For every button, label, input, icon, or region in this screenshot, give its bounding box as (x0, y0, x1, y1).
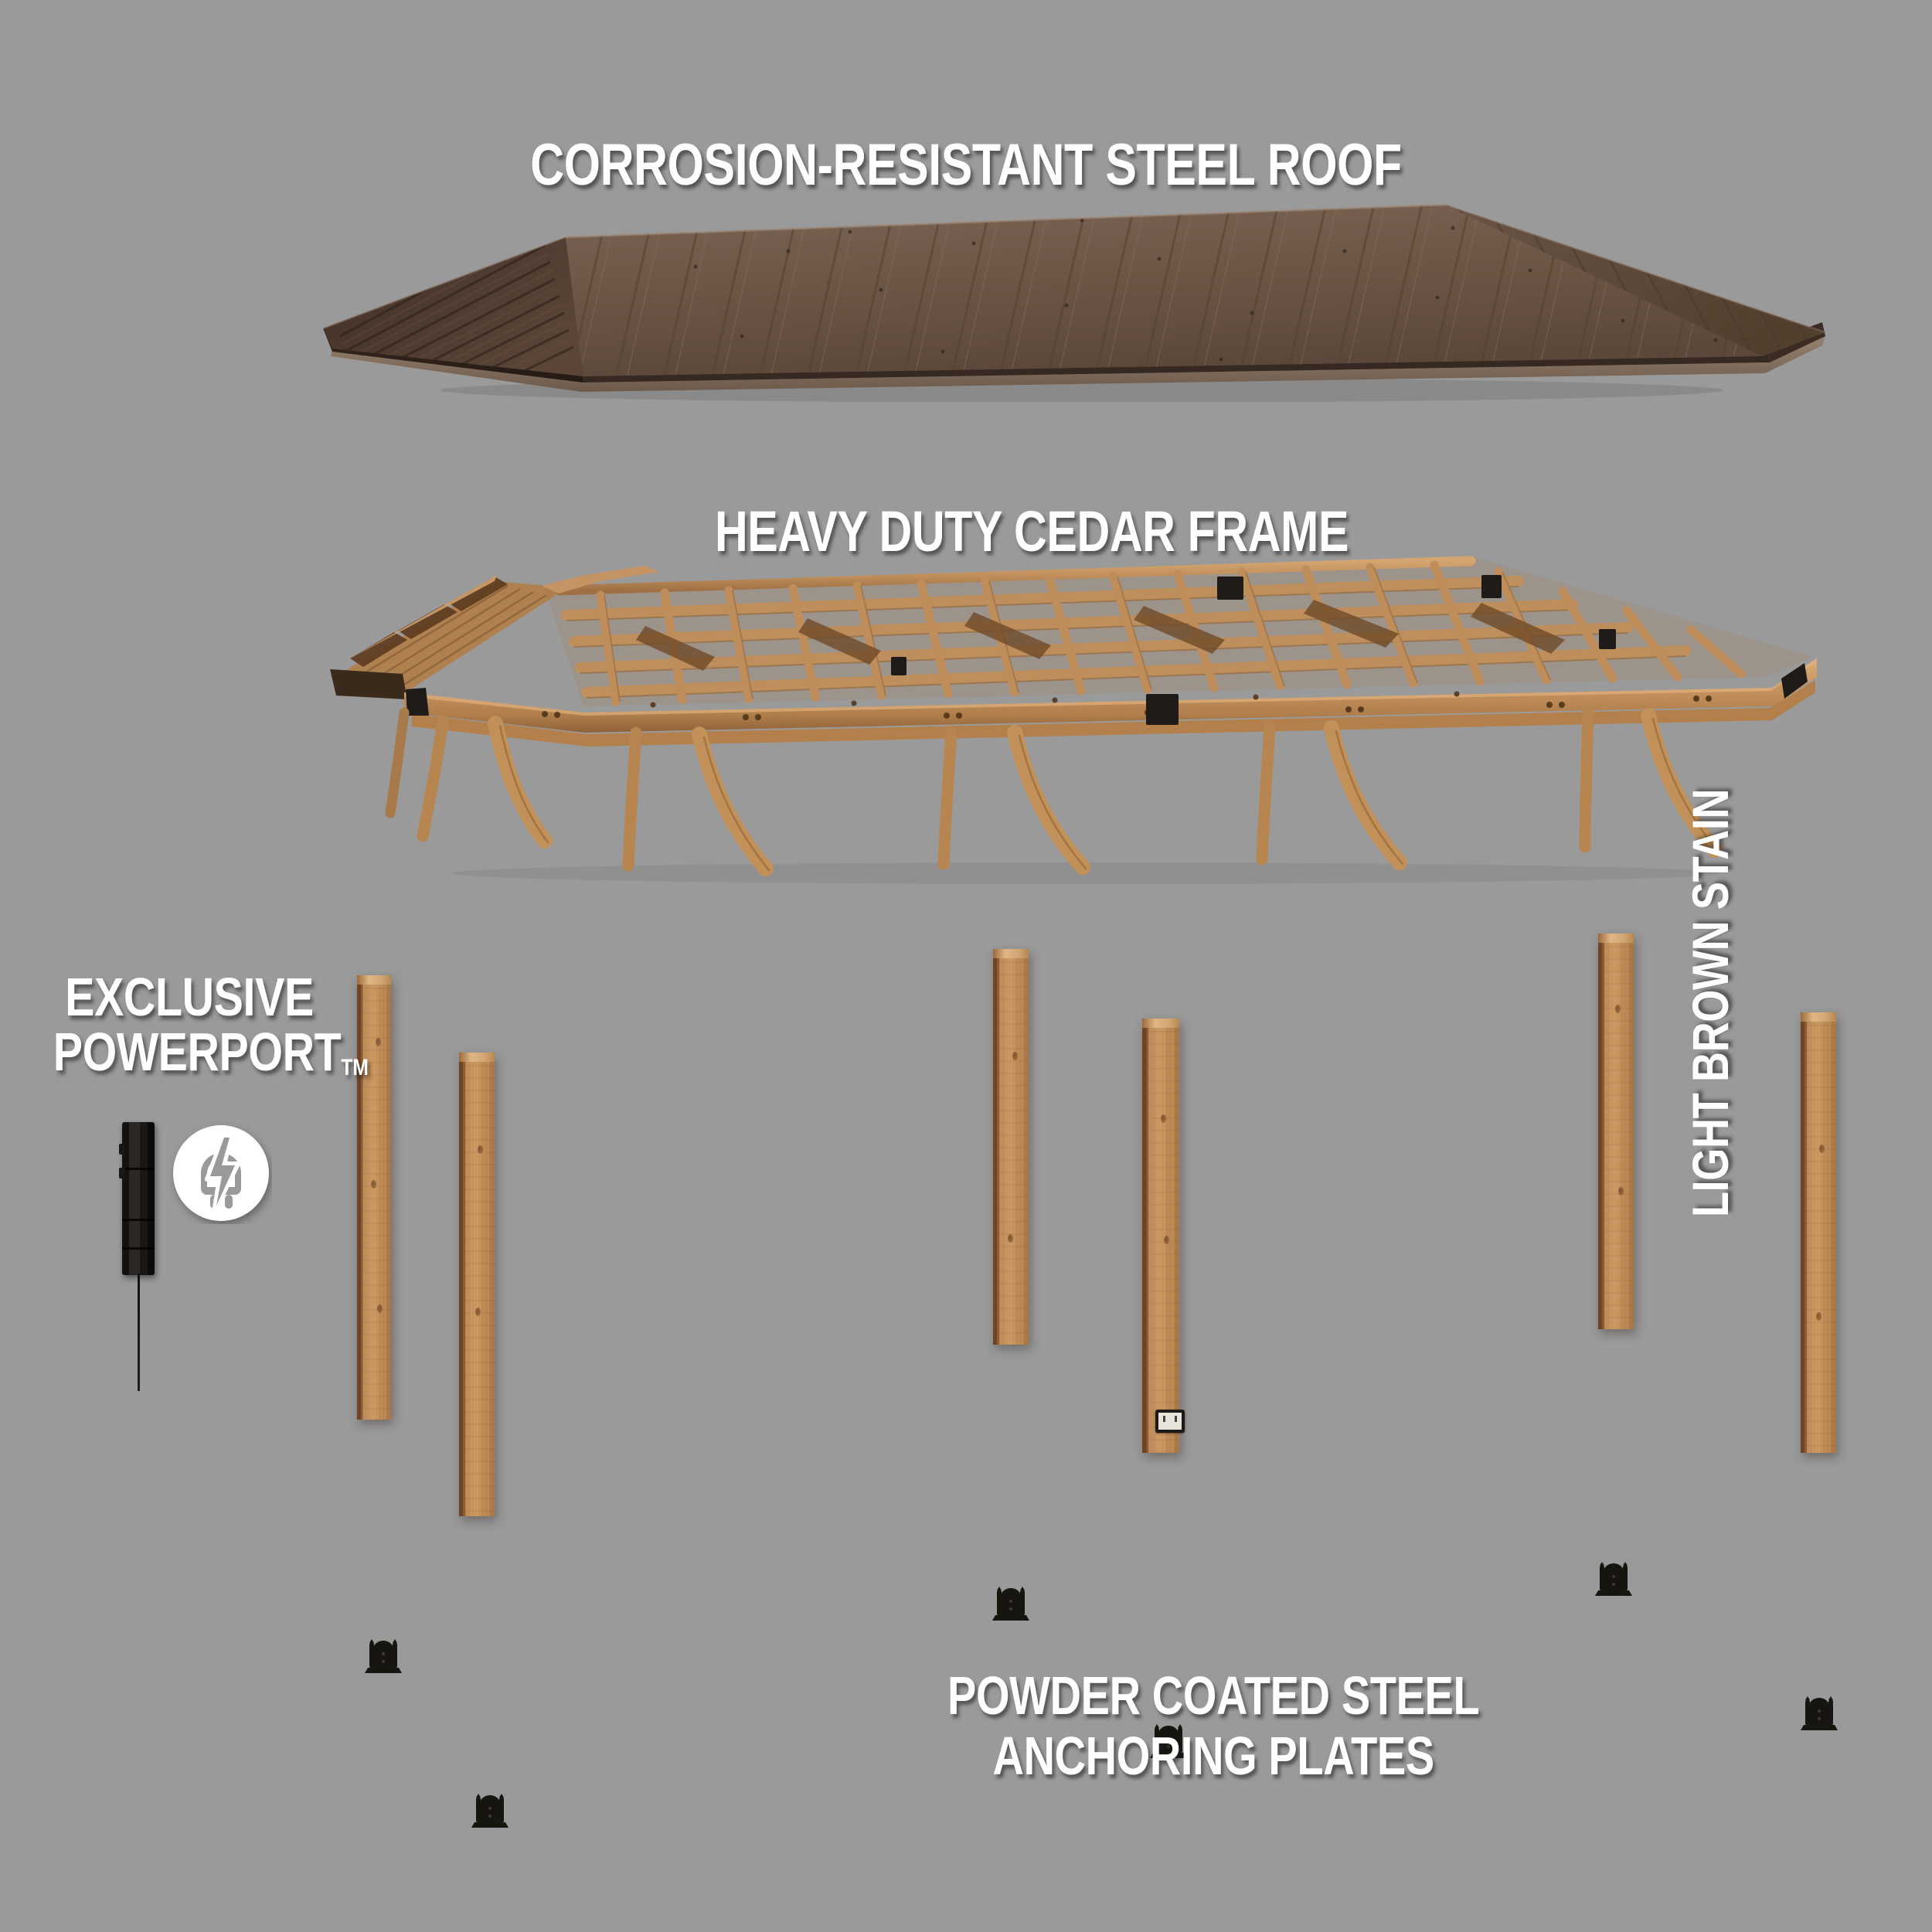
anchor-plate-icon (471, 1794, 509, 1828)
post-grain (362, 975, 391, 1420)
cedar-post-3 (993, 949, 1029, 1345)
frame-right-bracket (1781, 663, 1808, 699)
post-body (459, 1053, 495, 1516)
post-knot (1816, 1311, 1822, 1321)
frame-left-hip (330, 575, 568, 699)
post-knot (375, 1037, 381, 1046)
post-top-cap (459, 1053, 495, 1062)
anchor-plate-icon (1801, 1696, 1838, 1730)
post-knot (377, 1304, 383, 1313)
roof-main-panel (566, 205, 1825, 376)
anchor-plate-icon (365, 1639, 402, 1673)
label-powerport-line1: EXCLUSIVE (65, 967, 314, 1027)
cedar-post-6 (1801, 1012, 1836, 1453)
roof-hip-left (323, 237, 583, 376)
post-body (1142, 1019, 1179, 1453)
post-knot (370, 1179, 376, 1189)
powerport-seam (122, 1168, 155, 1171)
anchor-plate-1 (363, 1637, 403, 1675)
post-grain (1148, 1019, 1179, 1453)
anchor-plate-5 (1799, 1694, 1839, 1733)
label-anchor-line2: ANCHORING PLATES (992, 1726, 1435, 1787)
post-knot (1818, 1145, 1825, 1153)
post-top-cap (993, 949, 1029, 958)
label-anchoring-plates: POWDER COATED STEEL ANCHORING PLATES (881, 1665, 1546, 1787)
roof-hip-right (1445, 205, 1825, 356)
frame-deck-brackets (891, 575, 1616, 675)
post-top-cap (1142, 1019, 1179, 1028)
anchor-plate-2 (991, 1584, 1031, 1623)
post-grain (998, 949, 1029, 1345)
powerport-clip (119, 1143, 125, 1155)
post-knot (477, 1145, 483, 1154)
frame-center-bracket (1146, 694, 1179, 725)
cedar-post-1 (357, 975, 391, 1420)
powerport-clip (119, 1168, 125, 1179)
trademark-mark: TM (341, 1055, 369, 1081)
label-powerport-line2: POWERPORTTM (53, 1022, 369, 1083)
powerport-cord (138, 1274, 140, 1391)
post-knot (1163, 1236, 1169, 1244)
post-knot (1161, 1114, 1166, 1123)
post-body (1598, 934, 1634, 1329)
post-knot (475, 1308, 481, 1316)
powerport-outlet-icon (1155, 1409, 1185, 1433)
cedar-post-2 (459, 1053, 495, 1516)
post-body (357, 975, 391, 1420)
frame-rafter-lattice (542, 556, 1812, 706)
label-steel-roof: CORROSION-RESISTANT STEEL ROOF (530, 132, 1402, 198)
frame-header-beam (404, 658, 1817, 747)
anchor-plate-4 (1148, 1722, 1189, 1760)
label-exclusive-powerport: EXCLUSIVE POWERPORTTM (23, 967, 369, 1083)
plug-with-lightning-bolt-icon (201, 1132, 241, 1214)
cedar-post-5 (1598, 934, 1634, 1329)
cedar-post-4-powerport (1142, 1019, 1185, 1453)
post-top-cap (357, 975, 391, 985)
post-body (1801, 1012, 1836, 1453)
frame-curved-braces (417, 708, 1723, 876)
anchor-plate-6 (470, 1791, 510, 1830)
label-anchor-line1: POWDER COATED STEEL (947, 1665, 1480, 1726)
label-light-brown-stain: LIGHT BROWN STAIN (1681, 723, 1740, 1217)
post-grain (464, 1053, 495, 1516)
post-grain (1604, 934, 1634, 1329)
cedar-frame-component (313, 541, 1866, 896)
roof-bottom-lip (331, 336, 1825, 392)
anchor-plate-icon (1595, 1562, 1632, 1596)
anchor-plate-icon (992, 1587, 1029, 1621)
post-knot (1008, 1233, 1014, 1243)
post-knot (1615, 1005, 1621, 1014)
powerport-badge (170, 1122, 272, 1224)
powerport-seam (122, 1218, 155, 1221)
anchor-plate-3 (1594, 1560, 1634, 1598)
steel-roof-component (309, 197, 1839, 403)
powerport-body (122, 1122, 155, 1275)
post-top-cap (1801, 1012, 1836, 1022)
post-knot (1012, 1052, 1019, 1061)
post-body (993, 949, 1029, 1345)
post-top-cap (1598, 934, 1634, 943)
post-knot (1617, 1186, 1624, 1196)
frame-left-bracket (406, 688, 429, 716)
post-grain (1806, 1012, 1836, 1453)
label-stain-text: LIGHT BROWN STAIN (1682, 788, 1739, 1217)
label-cedar-frame: HEAVY DUTY CEDAR FRAME (714, 499, 1349, 563)
powerport-module (119, 1122, 155, 1275)
powerport-seam (122, 1247, 155, 1250)
